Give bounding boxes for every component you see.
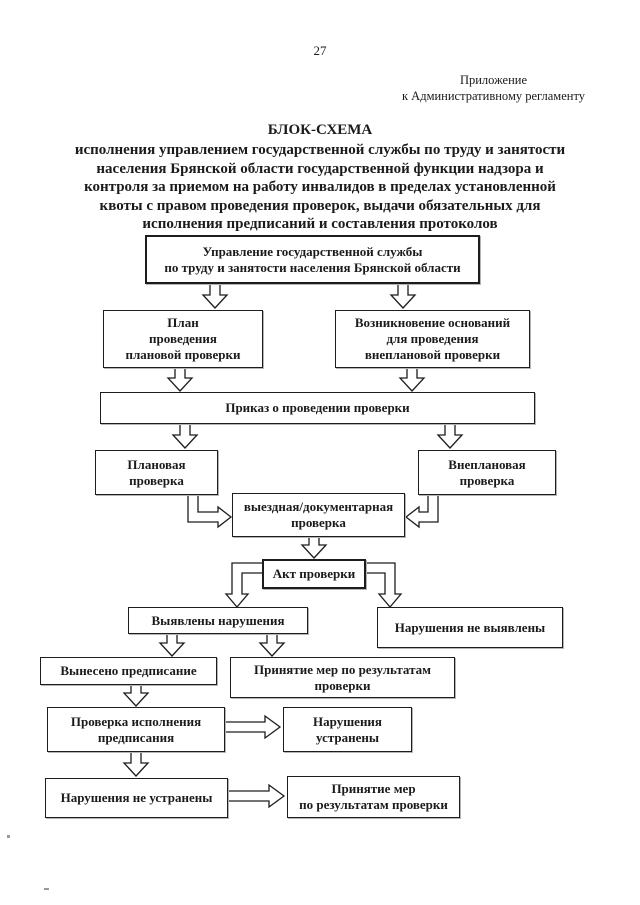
arrow-plan-to-order-icon <box>166 369 194 392</box>
node-inspection-act: Акт проверки <box>262 559 366 589</box>
node-plan: План проведения плановой проверки <box>103 310 263 368</box>
arrow-order-to-planned-icon <box>171 425 199 449</box>
document-subtitle: исполнения управлением государственной с… <box>74 142 566 233</box>
node-field-documentary: выездная/документарная проверка <box>232 493 405 537</box>
node-measures-taken-2: Принятие мер по результатам проверки <box>287 776 460 818</box>
scan-speck <box>44 888 49 890</box>
node-grounds: Возникновение оснований для проведения в… <box>335 310 530 368</box>
arrow-authority-to-grounds-icon <box>389 285 417 309</box>
page-number: 27 <box>313 43 327 58</box>
arrow-check-to-eliminated-icon <box>226 714 282 740</box>
node-violations-found: Выявлены нарушения <box>128 607 308 634</box>
arrow-found-to-measures-icon <box>258 635 286 657</box>
document-title: БЛОК-СХЕМА <box>267 122 373 138</box>
node-unplanned-inspection: Внеплановая проверка <box>418 450 556 495</box>
arrow-grounds-to-order-icon <box>398 369 426 392</box>
arrow-planned-to-field-icon <box>187 496 233 529</box>
appendix-annotation: Приложение к Административному регламент… <box>401 73 585 103</box>
arrow-found-to-prescription-icon <box>158 635 186 657</box>
node-no-violations: Нарушения не выявлены <box>377 607 563 648</box>
arrow-authority-to-plan-icon <box>201 285 229 309</box>
node-planned-inspection: Плановая проверка <box>95 450 218 495</box>
node-order: Приказ о проведении проверки <box>100 392 535 424</box>
arrow-prescription-to-check-icon <box>122 686 150 707</box>
arrow-unplanned-to-field-icon <box>404 496 439 529</box>
node-authority: Управление государственной службы по тру… <box>145 235 480 284</box>
arrow-act-to-violations-found-icon <box>224 562 262 609</box>
node-prescription-issued: Вынесено предписание <box>40 657 217 685</box>
arrow-check-to-not-eliminated-icon <box>122 753 150 777</box>
node-measures-taken: Принятие мер по результатам проверки <box>230 657 455 698</box>
node-violations-eliminated: Нарушения устранены <box>283 707 412 752</box>
node-violations-not-eliminated: Нарушения не устранены <box>45 778 228 818</box>
arrow-not-eliminated-to-measures2-icon <box>229 783 286 809</box>
arrow-order-to-unplanned-icon <box>436 425 464 449</box>
arrow-field-to-act-icon <box>300 538 328 559</box>
arrow-act-to-no-violations-icon <box>366 562 403 609</box>
node-execution-check: Проверка исполнения предписания <box>47 707 225 752</box>
scan-speck <box>7 835 10 838</box>
